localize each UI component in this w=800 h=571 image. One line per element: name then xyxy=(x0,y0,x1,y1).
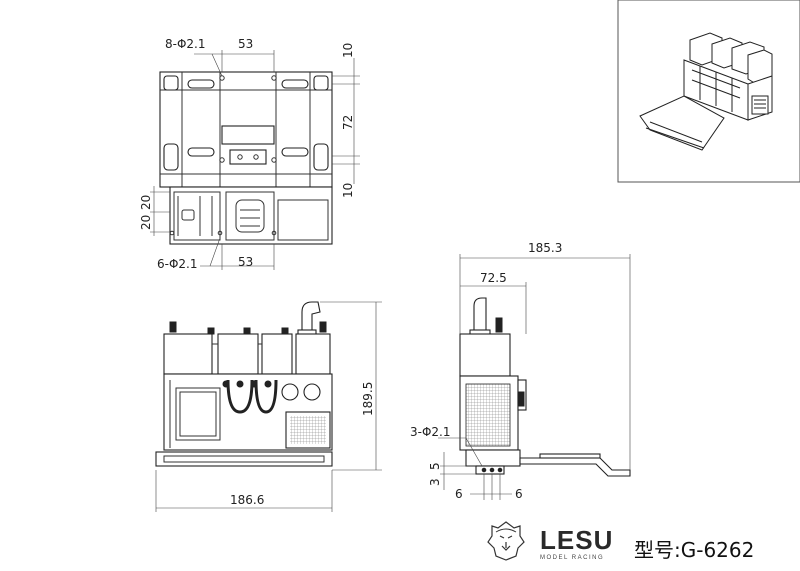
label-hole-top: 8-Φ2.1 xyxy=(165,37,206,51)
dim-left-20b: 20 xyxy=(139,195,153,210)
dim-side-72: 72 xyxy=(341,115,355,130)
dim-front-height: 189.5 xyxy=(361,382,375,416)
dim-side-total-width: 185.3 xyxy=(528,241,562,255)
dim-top-width: 53 xyxy=(238,37,253,51)
dim-side-6b: 6 xyxy=(515,487,523,501)
dim-side-10b: 10 xyxy=(341,183,355,198)
dim-side-3: 3 xyxy=(428,478,442,486)
dim-side-6a: 6 xyxy=(455,487,463,501)
brand-subtitle: MODEL RACING xyxy=(540,555,604,561)
brand-name: LESU xyxy=(540,525,613,555)
isometric-preview xyxy=(617,0,800,183)
top-view: 8-Φ2.1 53 10 72 10 20 20 6-Φ2.1 53 xyxy=(139,37,360,271)
dim-side-part-width: 72.5 xyxy=(480,271,507,285)
dim-bottom-width: 53 xyxy=(238,255,253,269)
label-hole-bottom: 6-Φ2.1 xyxy=(157,257,198,271)
front-view: 189.5 186.6 xyxy=(155,301,382,512)
dim-side-5: 5 xyxy=(428,462,442,470)
model-label: 型号:G-6262 xyxy=(634,538,754,562)
label-side-hole: 3-Φ2.1 xyxy=(410,425,451,439)
dim-left-20a: 20 xyxy=(139,215,153,230)
dim-side-10a: 10 xyxy=(341,43,355,58)
side-view: 185.3 72.5 3-Φ2.1 3 5 6 6 xyxy=(410,241,631,501)
dim-front-width: 186.6 xyxy=(230,493,264,507)
brand-block: LESU MODEL RACING 型号:G-6262 xyxy=(487,521,754,562)
lion-head-logo xyxy=(487,521,525,561)
